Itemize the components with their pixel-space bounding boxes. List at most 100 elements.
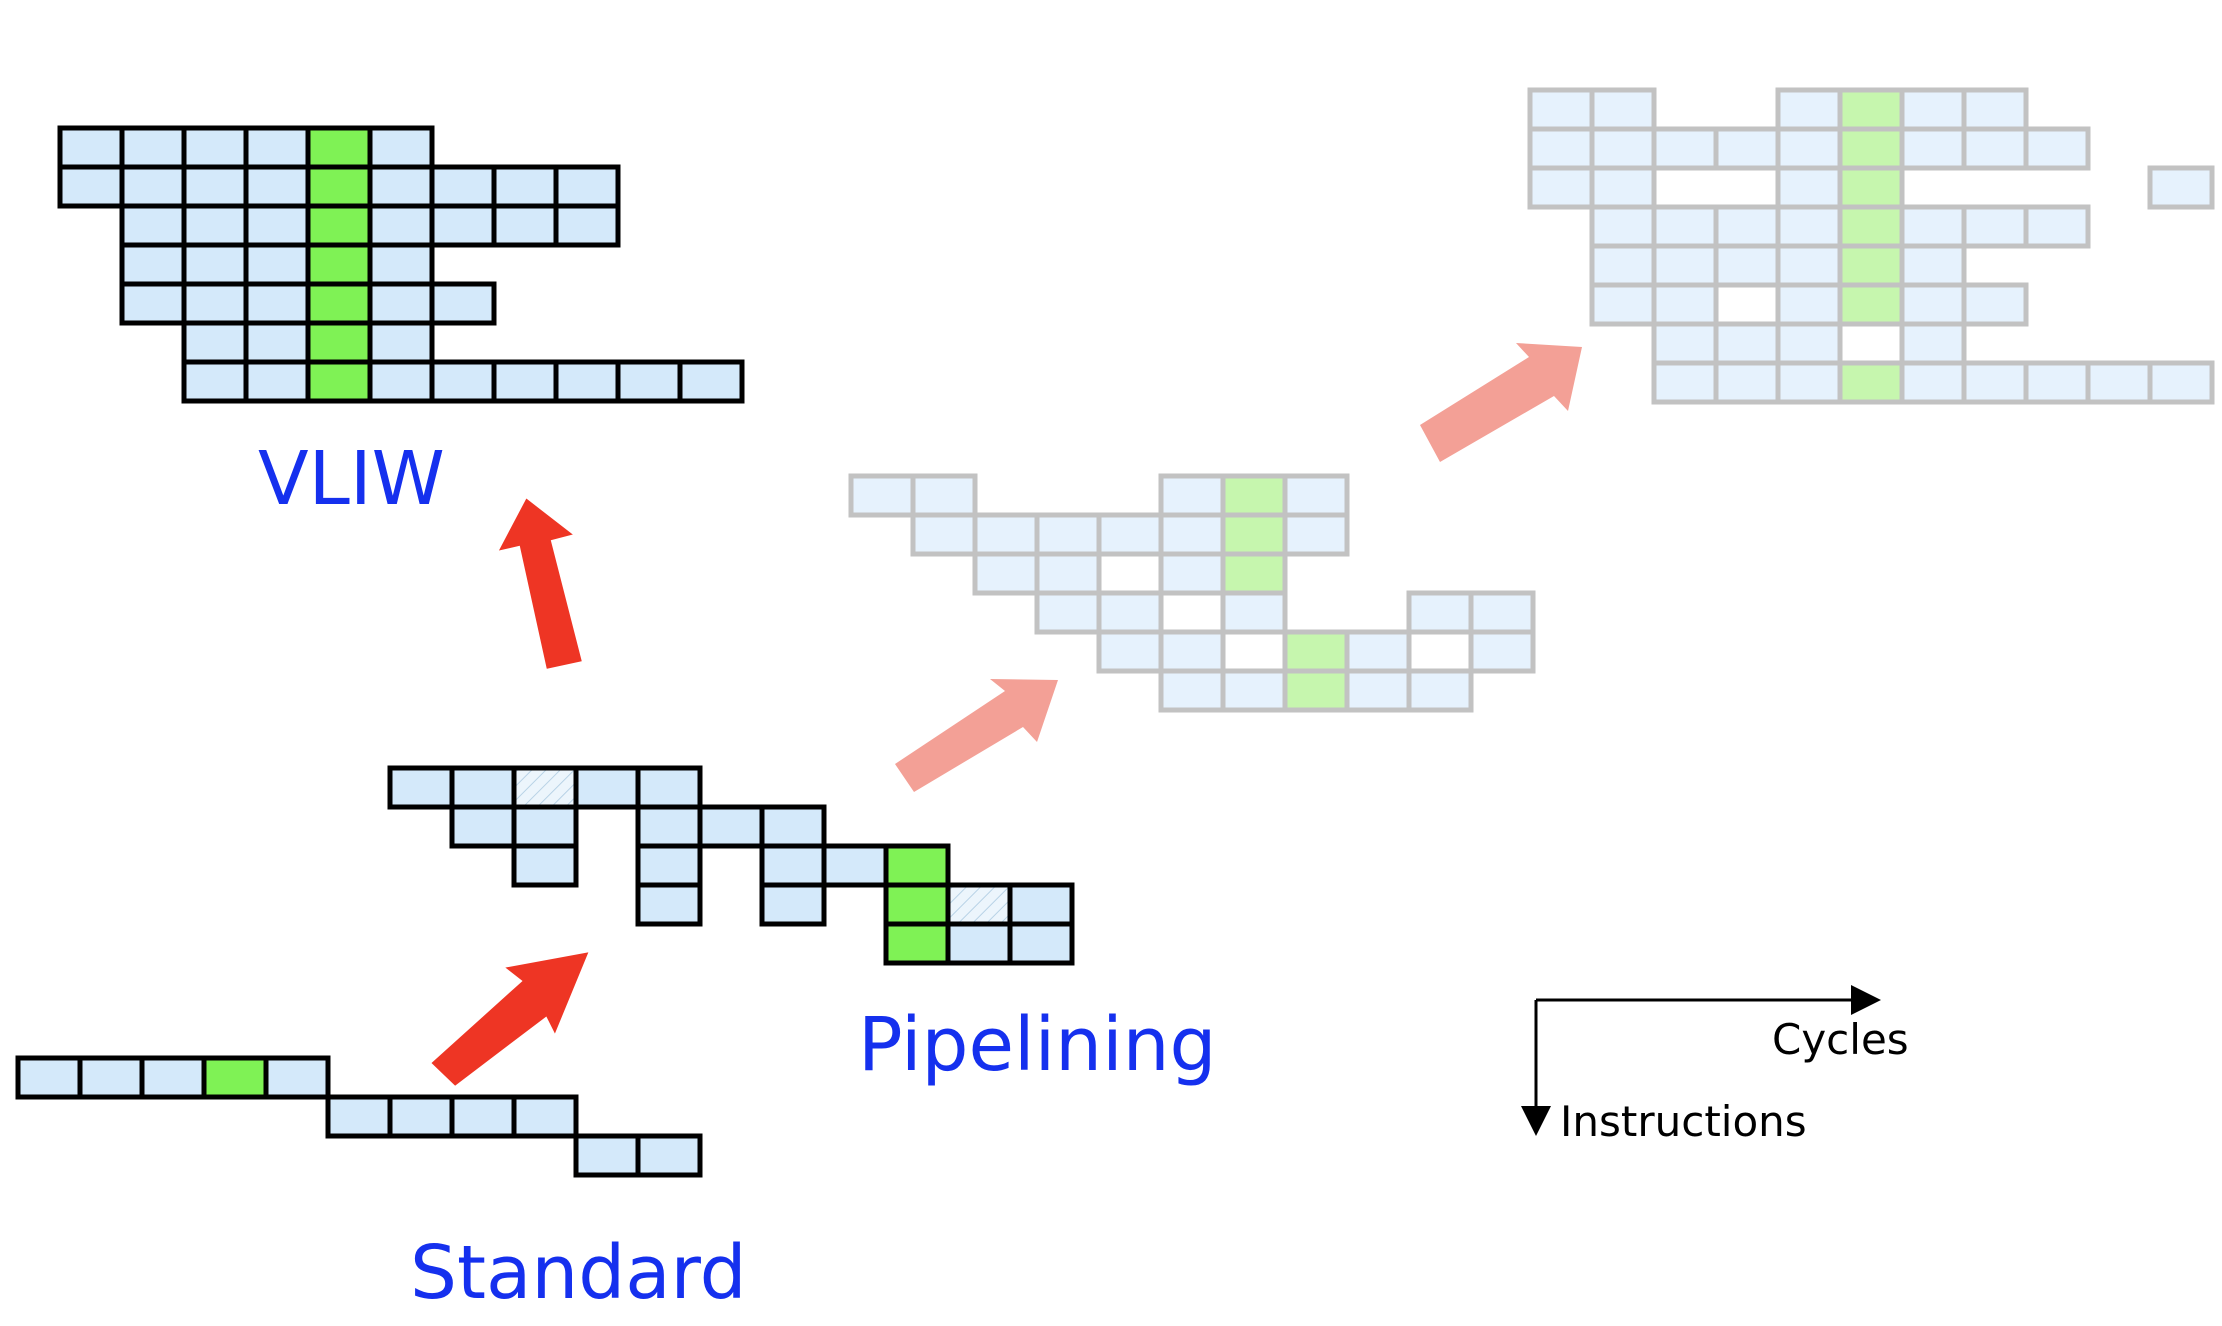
- cell: [1837, 204, 1905, 249]
- arrow-to-vliw: [495, 495, 585, 672]
- cell: [1096, 629, 1164, 674]
- cell: [1406, 629, 1474, 674]
- cell: [1220, 512, 1288, 557]
- cell: [697, 804, 765, 849]
- cell: [945, 882, 1013, 927]
- vliw-label: VLIW: [258, 436, 445, 522]
- cell: [1837, 321, 1905, 366]
- instructions-label: Instructions: [1560, 1097, 1807, 1146]
- cell: [759, 804, 827, 849]
- cell: [1899, 321, 1967, 366]
- cell: [1096, 512, 1164, 557]
- cell: [945, 921, 1013, 966]
- cell: [821, 843, 889, 888]
- cell: [367, 320, 435, 365]
- cell: [181, 320, 249, 365]
- cell: [1034, 590, 1102, 635]
- cell: [635, 843, 703, 888]
- cell: [305, 242, 373, 287]
- cell: [1651, 321, 1719, 366]
- cell: [367, 281, 435, 326]
- cell: [1775, 360, 1843, 405]
- faded-grid-top-right: [1527, 87, 2215, 405]
- cell: [1527, 126, 1595, 171]
- cell: [449, 765, 517, 810]
- cell: [1651, 360, 1719, 405]
- cell: [1034, 512, 1102, 557]
- cell: [305, 359, 373, 404]
- cell: [305, 320, 373, 365]
- cell: [1589, 87, 1657, 132]
- cell: [491, 359, 559, 404]
- cell: [119, 125, 187, 170]
- cell: [243, 281, 311, 326]
- cell: [1651, 282, 1719, 327]
- pipelining-grid: [387, 765, 1075, 966]
- cell: [1899, 126, 1967, 171]
- cell: [367, 125, 435, 170]
- cell: [553, 164, 621, 209]
- cell: [1589, 204, 1657, 249]
- cell: [1007, 882, 1075, 927]
- cell: [1775, 126, 1843, 171]
- cell: [910, 473, 978, 518]
- cell: [263, 1055, 331, 1100]
- cell: [1527, 165, 1595, 210]
- cell: [511, 1094, 579, 1139]
- faded-grid-middle: [848, 473, 1536, 713]
- cell: [367, 203, 435, 248]
- cell: [1589, 282, 1657, 327]
- cell: [1468, 629, 1536, 674]
- cell: [181, 164, 249, 209]
- cell: [677, 359, 745, 404]
- cell: [429, 164, 497, 209]
- cell: [1837, 126, 1905, 171]
- cell: [883, 921, 951, 966]
- cell: [429, 203, 497, 248]
- standard-grid: [15, 1055, 703, 1178]
- cell: [511, 765, 579, 810]
- cell: [1713, 126, 1781, 171]
- cell: [119, 242, 187, 287]
- pipelining-label: Pipelining: [858, 1002, 1217, 1088]
- cell: [1344, 668, 1412, 713]
- cell: [511, 843, 579, 888]
- cell: [181, 125, 249, 170]
- cell: [1961, 204, 2029, 249]
- cell: [2085, 360, 2153, 405]
- cell: [1899, 360, 1967, 405]
- cell: [243, 242, 311, 287]
- cell: [759, 843, 827, 888]
- cell: [1220, 473, 1288, 518]
- cell: [511, 804, 579, 849]
- cell: [1837, 243, 1905, 288]
- cell: [1713, 243, 1781, 288]
- cell: [635, 882, 703, 927]
- cell: [1837, 282, 1905, 327]
- cell: [1158, 551, 1226, 596]
- cell: [2023, 204, 2091, 249]
- cell: [367, 242, 435, 287]
- cell: [243, 359, 311, 404]
- cell: [1158, 512, 1226, 557]
- cell: [1899, 282, 1967, 327]
- cell: [1713, 321, 1781, 366]
- arrow-to-pipelining: [428, 949, 592, 1089]
- cell: [305, 125, 373, 170]
- cell: [1713, 204, 1781, 249]
- cell: [1775, 204, 1843, 249]
- cell: [2147, 360, 2215, 405]
- cell: [119, 164, 187, 209]
- cell: [139, 1055, 207, 1100]
- cell: [15, 1055, 83, 1100]
- cell: [1220, 668, 1288, 713]
- cell: [1406, 590, 1474, 635]
- cell: [449, 804, 517, 849]
- cell: [1837, 360, 1905, 405]
- cell: [1282, 512, 1350, 557]
- cell: [387, 1094, 455, 1139]
- cell: [1406, 668, 1474, 713]
- cell: [57, 164, 125, 209]
- cell: [1961, 87, 2029, 132]
